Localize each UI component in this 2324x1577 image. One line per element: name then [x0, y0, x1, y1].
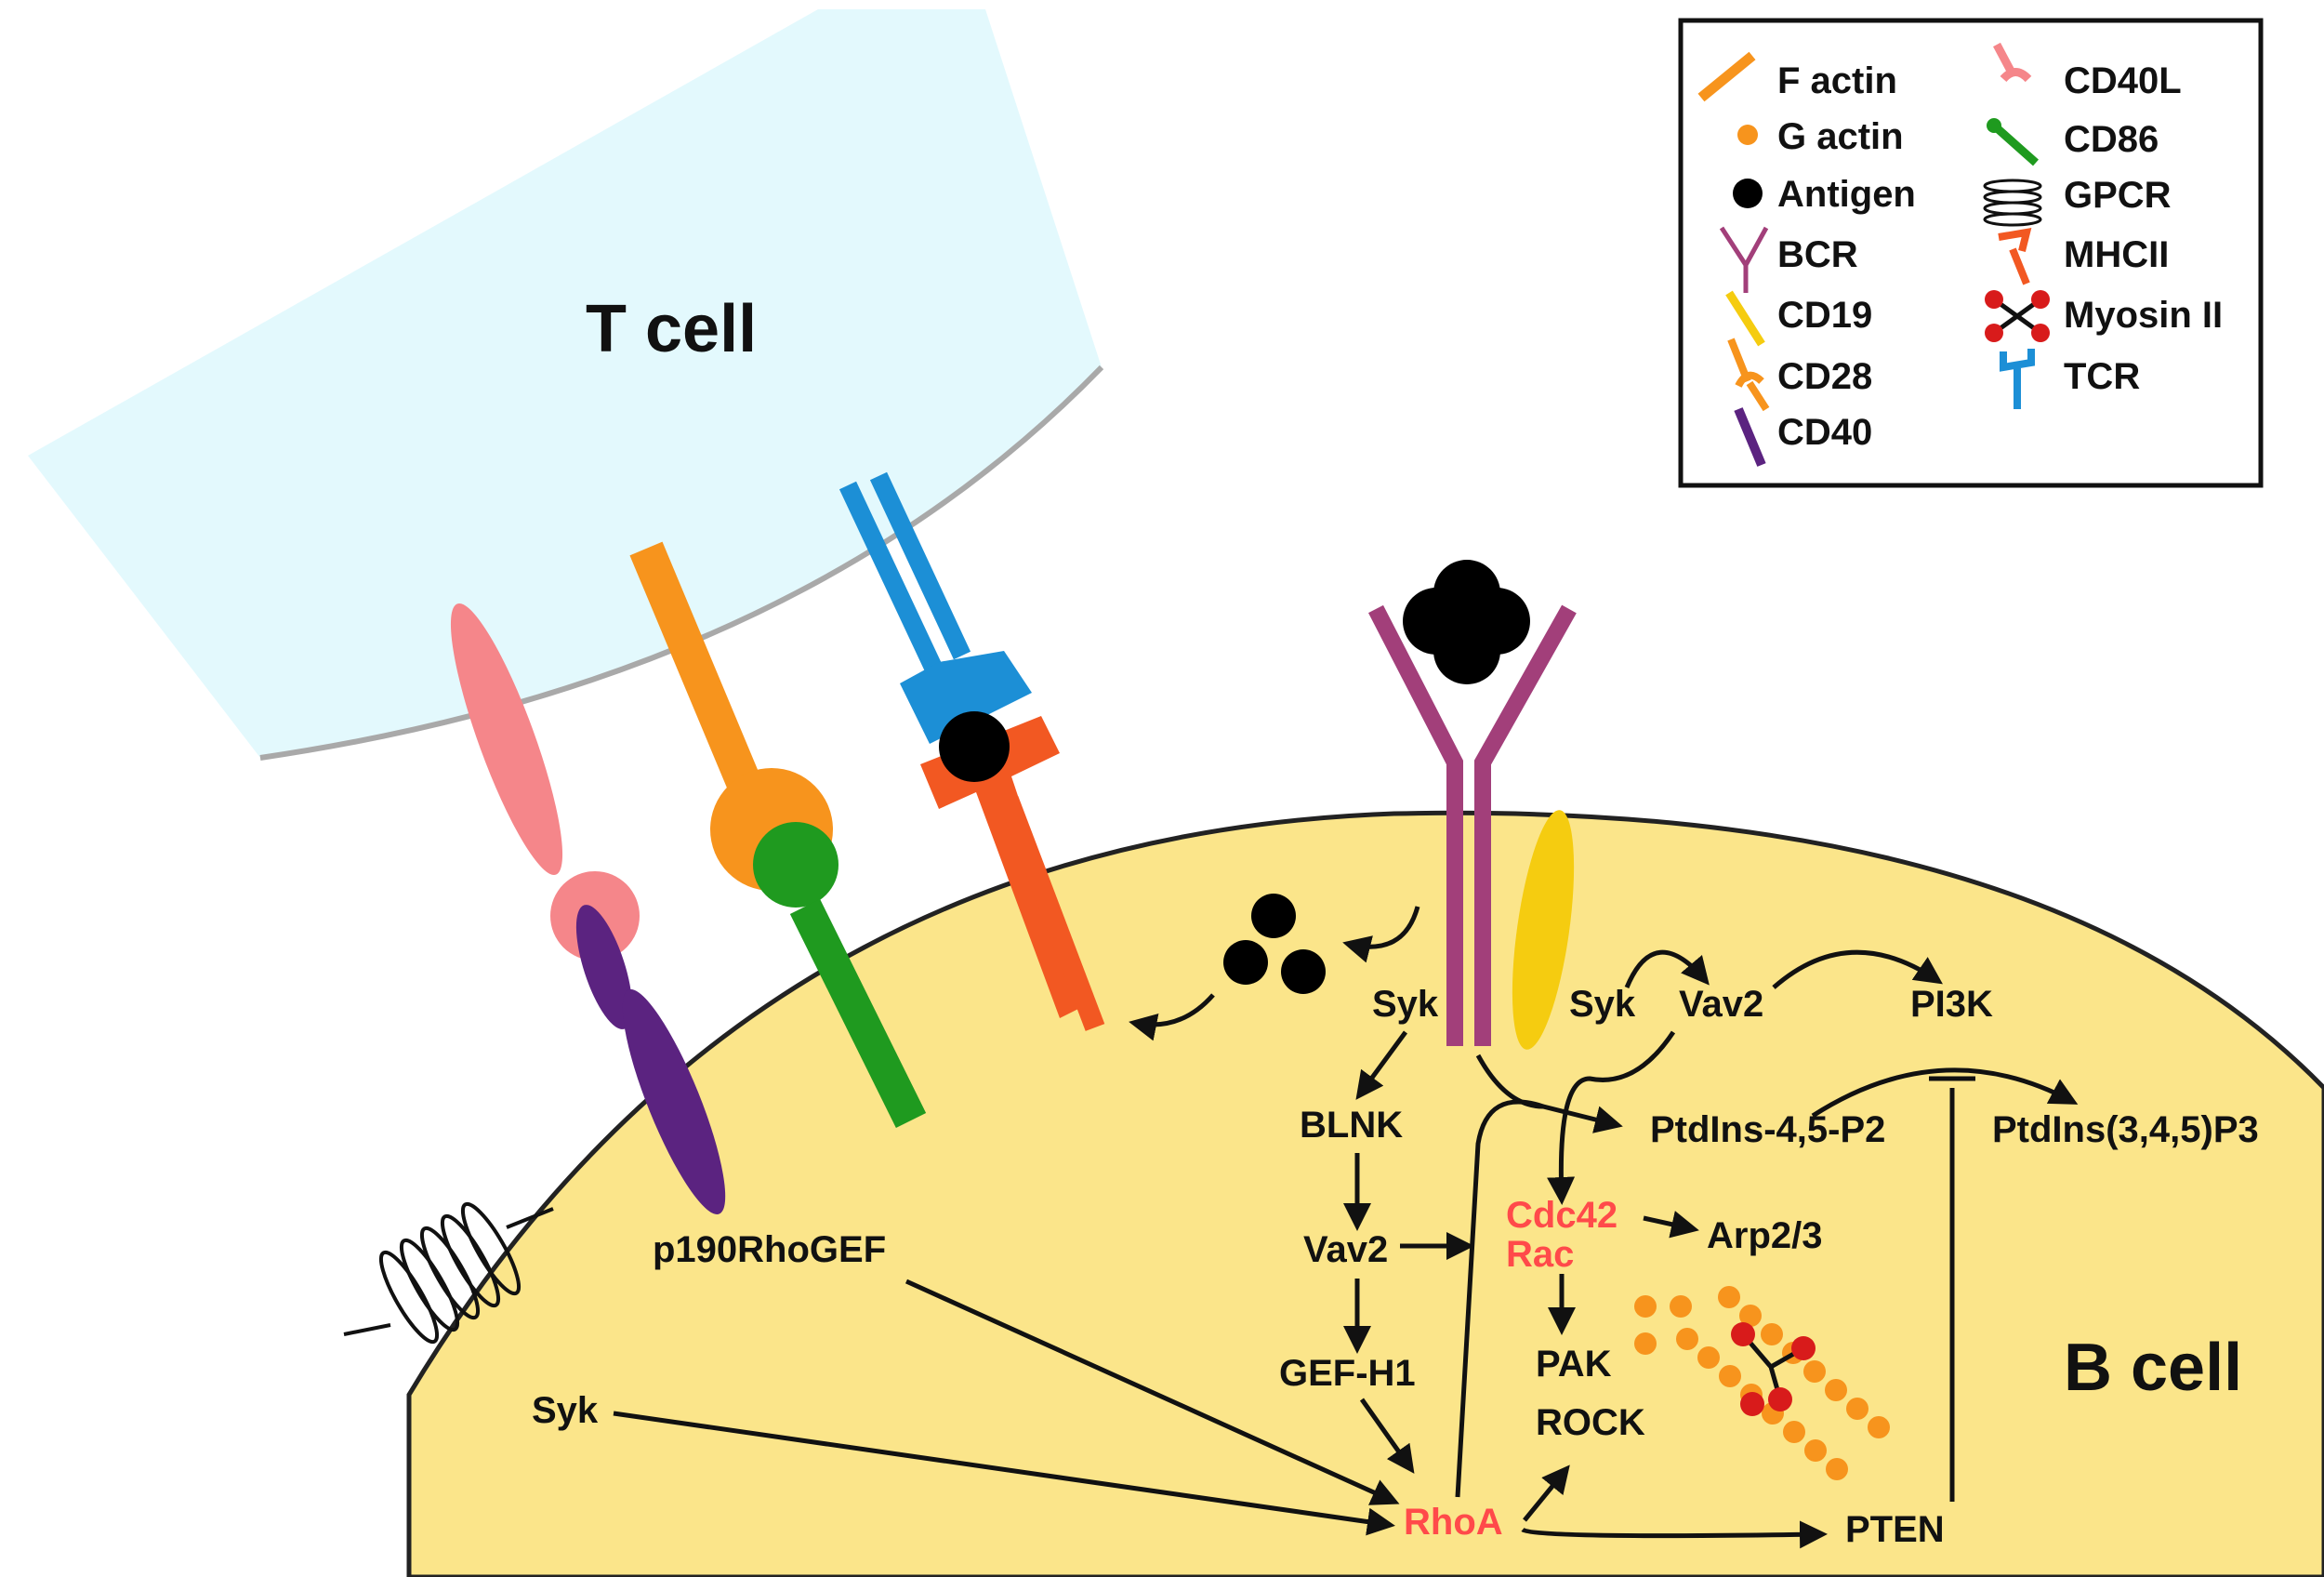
- internalized-antigen: [1223, 894, 1326, 994]
- node-arp23: Arp2/3: [1707, 1215, 1823, 1256]
- node-blnk: BLNK: [1300, 1105, 1403, 1146]
- node-pi3k: PI3K: [1910, 984, 1993, 1025]
- node-gef-h1: GEF-H1: [1279, 1353, 1416, 1394]
- b-cell-label: B cell: [2064, 1331, 2242, 1405]
- legend-cd86: CD86: [2064, 119, 2159, 160]
- myosin-ii-icon: [1985, 290, 2050, 342]
- node-syk-gpcr: Syk: [532, 1390, 599, 1431]
- cd86-icon: [1991, 122, 2039, 166]
- legend-myosin-ii: Myosin II: [2064, 295, 2223, 336]
- cd19-icon: [1725, 290, 1765, 347]
- tcr-mhcii-complex: [838, 471, 1105, 1031]
- legend: F actin G actin Antigen BCR CD19 CD28 CD…: [1678, 18, 2264, 488]
- bcr-receptor: [1367, 560, 1577, 1046]
- node-p190rhogef: p190RhoGEF: [653, 1229, 886, 1270]
- mhcii-icon: [1998, 228, 2032, 285]
- actomyosin-bundle: [1634, 1286, 1890, 1480]
- antigen-presentation-arrow: [1129, 993, 1215, 1041]
- node-ptdins345p3: PtdIns(3,4,5)P3: [1992, 1109, 2259, 1150]
- node-syk-bcr: Syk: [1372, 984, 1439, 1025]
- cd40l-icon: [1993, 42, 2032, 83]
- legend-cd19: CD19: [1777, 295, 1872, 336]
- node-vav2-mid: Vav2: [1303, 1229, 1388, 1270]
- f-actin-icon: [1697, 51, 1756, 102]
- node-rhoa: RhoA: [1404, 1502, 1503, 1543]
- legend-f-actin: F actin: [1777, 60, 1897, 101]
- node-rock: ROCK: [1536, 1402, 1645, 1443]
- g-actin-icon: [1737, 125, 1758, 145]
- bcr-icon: [1719, 226, 1769, 293]
- legend-antigen: Antigen: [1777, 174, 1916, 215]
- legend-mhcii: MHCII: [2064, 234, 2169, 275]
- cd28-icon: [1727, 338, 1770, 412]
- cd40-icon: [1734, 407, 1766, 467]
- legend-tcr: TCR: [2064, 356, 2140, 397]
- t-cell-label: T cell: [586, 292, 757, 366]
- t-cell-body: [28, 9, 1102, 758]
- legend-cd40l: CD40L: [2064, 60, 2182, 101]
- legend-bcr: BCR: [1777, 234, 1858, 275]
- antigen-icon: [1733, 179, 1763, 208]
- node-vav2-top: Vav2: [1679, 984, 1763, 1025]
- cd28-cd86-pair: [629, 541, 927, 1128]
- cd40l-cd40-pair: [450, 603, 726, 1214]
- node-syk-cd19: Syk: [1569, 984, 1636, 1025]
- node-ptdins45p2: PtdIns-4,5-P2: [1650, 1109, 1885, 1150]
- antigen-uptake-arrow: [1342, 906, 1420, 963]
- gpcr-receptor: [343, 1201, 554, 1345]
- node-pak: PAK: [1536, 1344, 1612, 1385]
- gpcr-icon: [1983, 179, 2042, 227]
- cd19-coreceptor: [1512, 810, 1575, 1050]
- pathway-edges: [613, 949, 2079, 1549]
- node-cdc42: Cdc42: [1506, 1195, 1618, 1236]
- legend-g-actin: G actin: [1777, 116, 1904, 157]
- node-pten: PTEN: [1845, 1509, 1945, 1550]
- t-cell-membrane: [259, 364, 1104, 761]
- legend-cd28: CD28: [1777, 356, 1872, 397]
- tcr-icon: [2000, 349, 2035, 409]
- legend-cd40: CD40: [1777, 412, 1872, 453]
- legend-gpcr: GPCR: [2064, 175, 2172, 216]
- node-rac: Rac: [1506, 1234, 1574, 1275]
